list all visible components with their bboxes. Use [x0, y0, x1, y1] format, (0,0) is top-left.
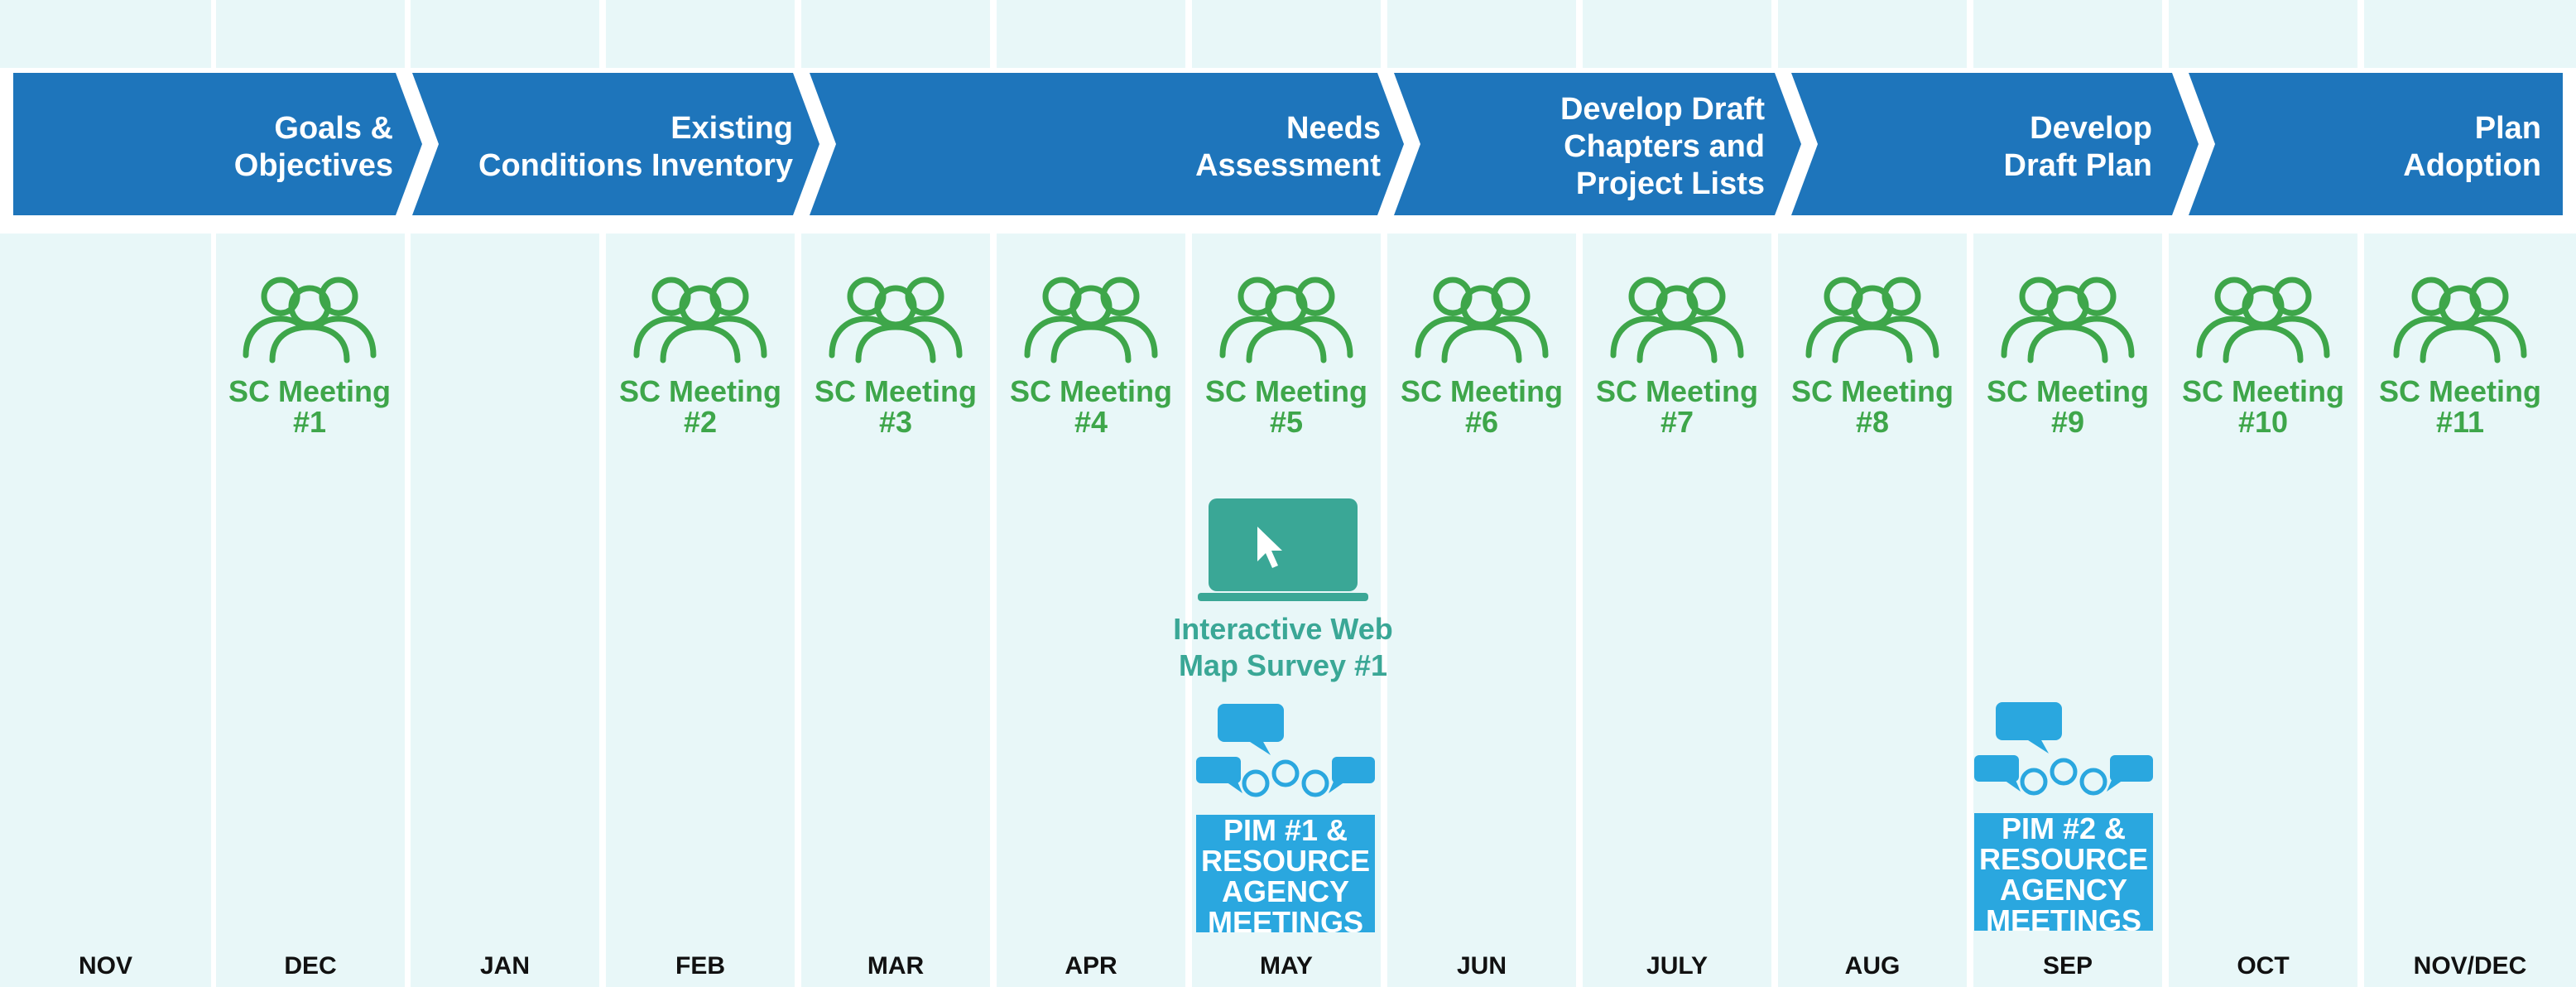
month-label: SEP	[2042, 952, 2093, 980]
web-map-survey: Interactive Web Map Survey #1	[1159, 495, 1407, 684]
phase-chevron	[1791, 73, 2199, 215]
people-group-icon	[1805, 277, 1939, 364]
speech-bubbles-people-icon	[1974, 702, 2153, 796]
meeting-label: SC Meeting #3	[814, 374, 977, 439]
people-group-icon	[2393, 277, 2527, 364]
month-label: JUN	[1456, 952, 1507, 980]
meeting-label: SC Meeting #11	[2378, 374, 2541, 439]
people-group-icon	[2196, 277, 2330, 364]
month-label: APR	[1065, 952, 1117, 980]
sc-meeting: SC Meeting #10	[2165, 269, 2361, 437]
meeting-label: SC Meeting #6	[1400, 374, 1563, 439]
month-label: JULY	[1646, 952, 1708, 980]
month-label: JAN	[479, 952, 530, 980]
people-group-icon	[1219, 277, 1353, 364]
month-label: DEC	[284, 952, 337, 980]
sc-meeting: SC Meeting #1	[212, 269, 407, 437]
people-group-icon	[243, 277, 377, 364]
meeting-label: SC Meeting #4	[1009, 374, 1172, 439]
meeting-label: SC Meeting #10	[2181, 374, 2344, 439]
survey-label: Interactive Web Map Survey #1	[1173, 612, 1393, 682]
meeting-label: SC Meeting #5	[1204, 374, 1367, 439]
phase-label: Develop Draft Plan	[2003, 111, 2152, 183]
sc-meeting: SC Meeting #8	[1775, 269, 1970, 437]
month-label: NOV	[78, 952, 132, 980]
month-label: MAY	[1260, 952, 1313, 980]
phase-band	[0, 68, 2576, 234]
phase-chevron	[2189, 73, 2563, 215]
people-group-icon	[1415, 277, 1549, 364]
people-group-icon	[829, 277, 963, 364]
phase-label: Goals & Objectives	[233, 111, 393, 183]
pim-meeting: PIM #1 & RESOURCE AGENCY MEETINGS	[1196, 702, 1375, 932]
phase-chevron	[1394, 73, 1801, 215]
laptop-cursor-icon	[1198, 498, 1368, 601]
meeting-label: SC Meeting #7	[1595, 374, 1758, 439]
meeting-label: SC Meeting #2	[618, 374, 781, 439]
pim-label: PIM #2 & RESOURCE AGENCY MEETINGS	[1974, 813, 2153, 931]
phase-chevron	[13, 73, 422, 215]
people-group-icon	[633, 277, 767, 364]
phase-chevron	[412, 73, 819, 215]
sc-meeting: SC Meeting #2	[603, 269, 798, 437]
phase-label: Existing Conditions Inventory	[478, 111, 793, 183]
month-label: OCT	[2237, 952, 2290, 980]
pim-meeting: PIM #2 & RESOURCE AGENCY MEETINGS	[1974, 701, 2153, 931]
people-group-icon	[1610, 277, 1744, 364]
month-label: MAR	[867, 952, 925, 980]
phase-label: Develop Draft Chapters and Project Lists	[1560, 92, 1765, 201]
sc-meeting: SC Meeting #3	[798, 269, 993, 437]
sc-meeting: SC Meeting #11	[2362, 269, 2558, 437]
month-label: FEB	[675, 952, 725, 980]
sc-meeting: SC Meeting #5	[1189, 269, 1384, 437]
pim-label: PIM #1 & RESOURCE AGENCY MEETINGS	[1196, 815, 1375, 932]
meeting-label: SC Meeting #9	[1986, 374, 2149, 439]
phase-chevron	[810, 73, 1404, 215]
meeting-label: SC Meeting #1	[228, 374, 391, 439]
people-group-icon	[1024, 277, 1158, 364]
speech-bubbles-people-icon	[1196, 704, 1375, 797]
sc-meeting: SC Meeting #9	[1970, 269, 2165, 437]
sc-meeting: SC Meeting #7	[1579, 269, 1775, 437]
month-label: AUG	[1844, 952, 1901, 980]
sc-meeting: SC Meeting #6	[1384, 269, 1579, 437]
phase-label: Needs Assessment	[1195, 111, 1381, 183]
phase-label: Plan Adoption	[2403, 111, 2541, 183]
sc-meeting: SC Meeting #4	[993, 269, 1189, 437]
meeting-label: SC Meeting #8	[1790, 374, 1954, 439]
month-label: NOV/DEC	[2413, 952, 2527, 980]
people-group-icon	[2001, 277, 2135, 364]
